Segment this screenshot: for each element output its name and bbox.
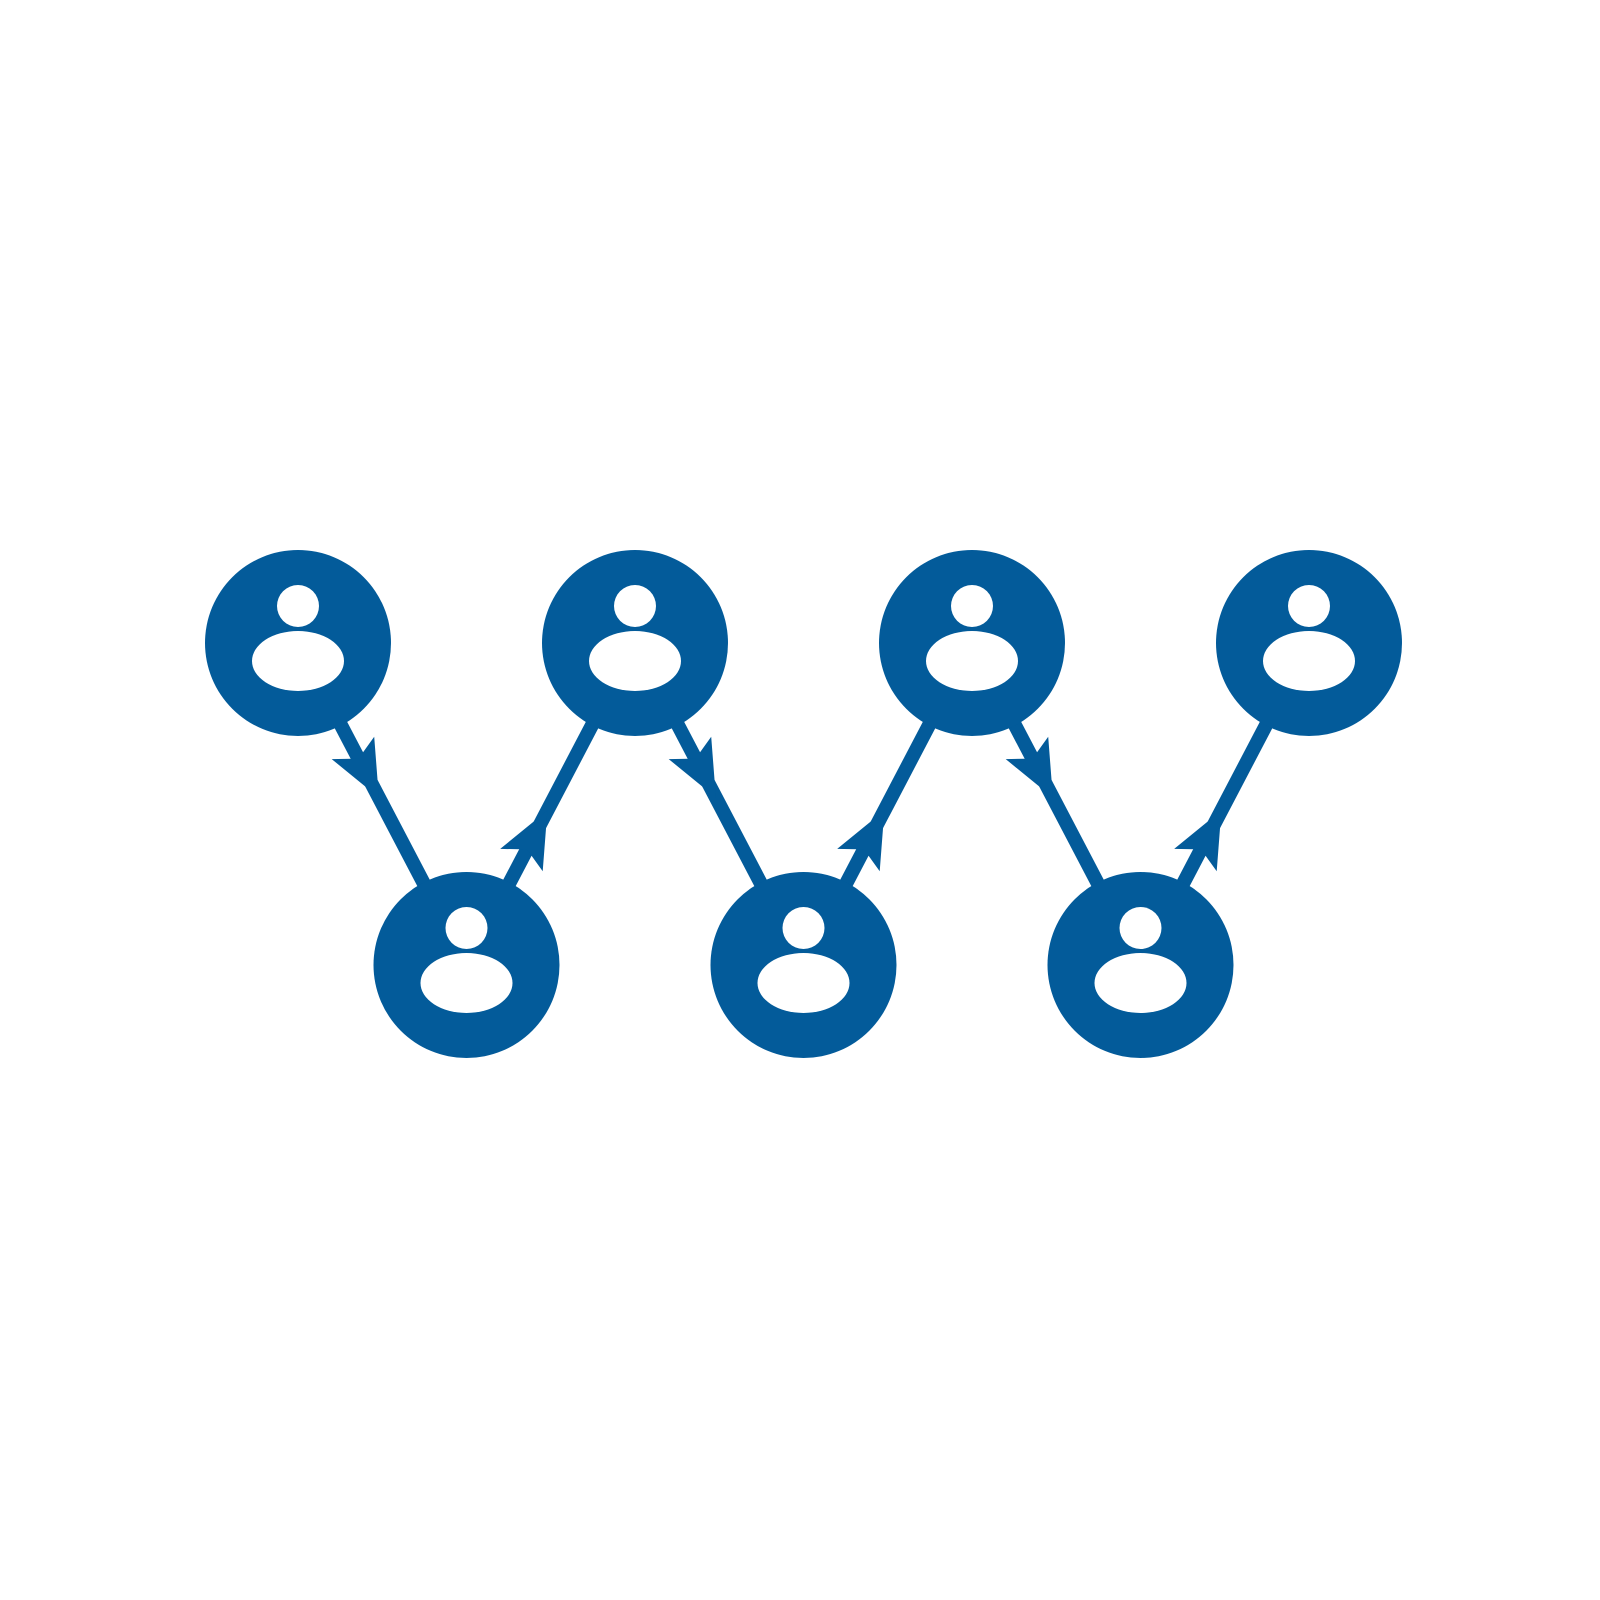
arrowhead-icon: [331, 736, 379, 798]
person-head: [445, 907, 488, 949]
person-body: [420, 953, 513, 1013]
arrowhead-icon: [1174, 810, 1222, 872]
person-icon: [1263, 585, 1355, 691]
person-head: [277, 585, 319, 627]
nodes-group: [205, 550, 1402, 1058]
arrowhead-icon: [668, 736, 716, 798]
person-body: [252, 631, 344, 691]
person-icon: [926, 585, 1018, 691]
person-icon: [252, 585, 344, 691]
person-node: [1047, 872, 1234, 1058]
person-body: [926, 631, 1018, 691]
person-node: [1216, 550, 1402, 736]
person-icon: [589, 585, 681, 691]
arrowhead-icon: [1005, 736, 1053, 798]
person-icon: [1094, 907, 1187, 1013]
person-node: [542, 550, 728, 736]
person-body: [757, 953, 850, 1013]
arrowhead-icon: [500, 810, 548, 872]
person-node: [205, 550, 391, 736]
person-body: [1263, 631, 1355, 691]
person-node: [710, 872, 897, 1058]
person-node: [879, 550, 1065, 736]
person-head: [951, 585, 993, 627]
person-icon: [757, 907, 850, 1013]
person-icon: [420, 907, 513, 1013]
person-head: [1288, 585, 1330, 627]
person-body: [1094, 953, 1187, 1013]
arrowhead-icon: [837, 810, 885, 872]
person-head: [1119, 907, 1162, 949]
person-head: [614, 585, 656, 627]
person-body: [589, 631, 681, 691]
person-head: [782, 907, 825, 949]
person-node: [373, 872, 560, 1058]
